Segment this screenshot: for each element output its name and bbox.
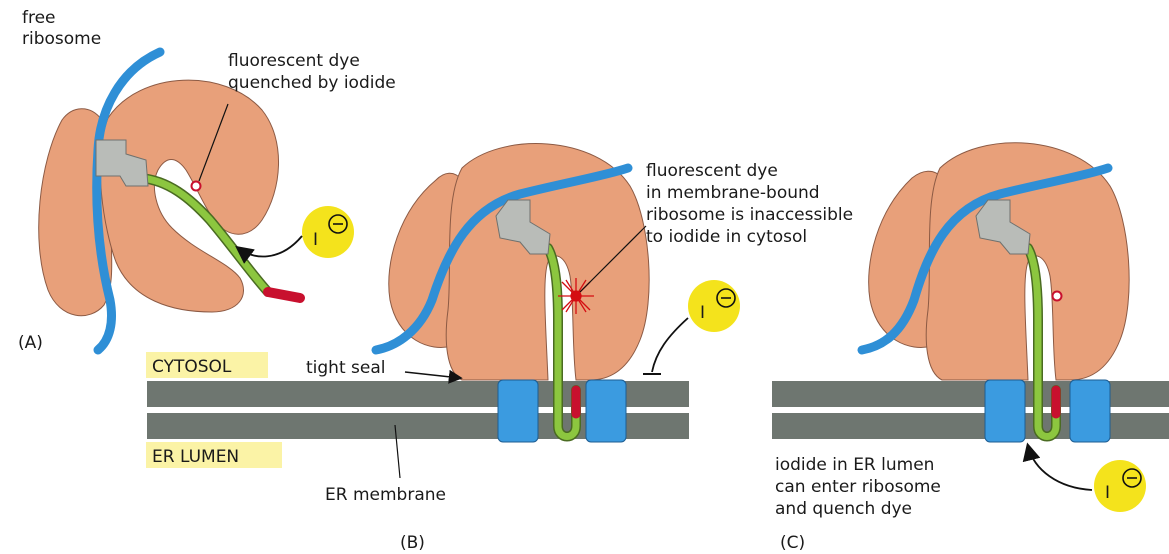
lumen-note-line2: can enter ribosome xyxy=(775,477,941,497)
blocked-arrow-b xyxy=(652,318,688,372)
lumen-note-line1: iodide in ER lumen xyxy=(775,455,934,475)
free-ribosome-label-line2: ribosome xyxy=(22,29,101,49)
dye-inaccessible-line2: in membrane-bound xyxy=(646,183,820,203)
panel-b-letter: (B) xyxy=(400,533,425,553)
translocon-left-b xyxy=(498,380,538,442)
ribosome-large-subunit-c xyxy=(926,143,1129,380)
dye-inaccessible-line4: to iodide in cytosol xyxy=(646,227,807,247)
iodide-symbol-c: I xyxy=(1105,483,1110,503)
translocon-right-c xyxy=(1070,380,1110,442)
ribosome-large-subunit-b xyxy=(446,144,649,380)
iodide-ion-c: I xyxy=(1094,460,1146,512)
tight-seal-arrow xyxy=(405,372,460,378)
signal-sequence xyxy=(268,292,300,298)
iodide-ion-a: I xyxy=(302,206,354,258)
tight-seal-label: tight seal xyxy=(306,358,385,378)
panel-a: I free ribosome fluorescent dye quenched… xyxy=(18,8,396,353)
dye-inaccessible-line3: ribosome is inaccessible xyxy=(646,205,853,225)
iodide-ion-b: I xyxy=(688,280,740,332)
er-membrane-label: ER membrane xyxy=(325,485,446,505)
iodide-symbol-b: I xyxy=(700,303,705,323)
iodide-arrow-c xyxy=(1028,446,1092,490)
translocon-right-b xyxy=(586,380,626,442)
cytosol-label: CYTOSOL xyxy=(152,357,232,377)
iodide-symbol: I xyxy=(313,230,318,250)
lumen-note-line3: and quench dye xyxy=(775,499,912,519)
panel-c-letter: (C) xyxy=(780,533,805,553)
dye-quenched-label-line2: quenched by iodide xyxy=(228,73,396,93)
iodide-arrow-a xyxy=(238,236,302,257)
free-ribosome-label-line1: free xyxy=(22,8,56,28)
er-lumen-label: ER LUMEN xyxy=(152,447,239,467)
fluorescent-dye-marker xyxy=(192,182,201,191)
panel-a-letter: (A) xyxy=(18,333,43,353)
translocon-left-c xyxy=(985,380,1025,442)
dye-inaccessible-line1: fluorescent dye xyxy=(646,161,778,181)
fluorescent-dye-marker-c xyxy=(1053,292,1062,301)
dye-quenched-label-line1: fluorescent dye xyxy=(228,51,360,71)
